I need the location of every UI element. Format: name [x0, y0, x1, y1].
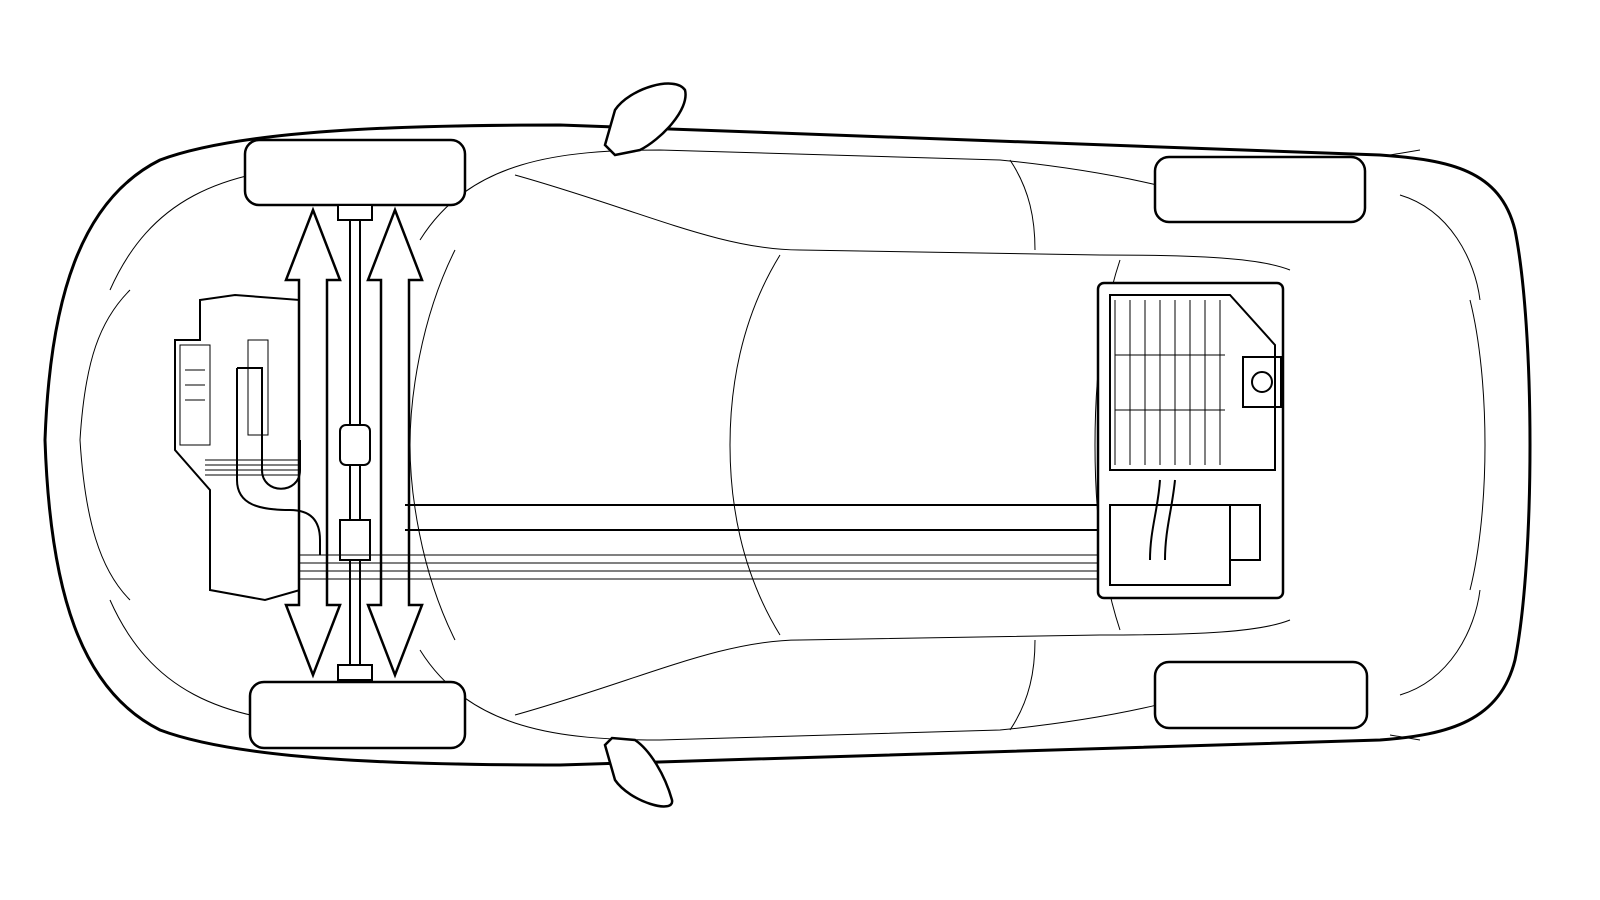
wheel-front-left — [243, 138, 467, 207]
wheel-front-right — [248, 680, 467, 750]
wheel-rear-left — [1153, 155, 1367, 224]
cable-bundle — [300, 554, 1110, 580]
battery-pack — [1096, 281, 1285, 600]
double-arrow-right — [366, 206, 424, 679]
mirror-right — [603, 736, 674, 808]
front-axle — [337, 204, 373, 681]
fuel-pipe — [236, 367, 1156, 555]
wheel-rear-right — [1153, 660, 1369, 730]
mirror-left — [603, 82, 687, 157]
car-body-outline — [43, 123, 1532, 767]
double-arrow-left — [284, 206, 342, 679]
